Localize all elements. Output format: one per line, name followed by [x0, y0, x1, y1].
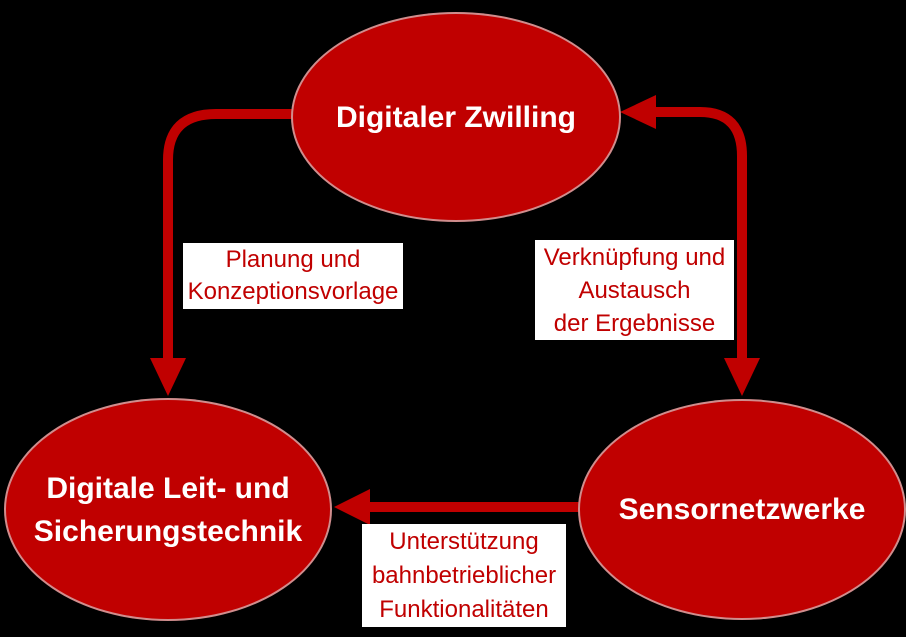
node-digitaler-zwilling: Digitaler Zwilling: [291, 12, 621, 222]
edge-label-verknuepfung: Verknüpfung und Austausch der Ergebnisse: [535, 240, 734, 340]
arrowhead-left-icon: [334, 489, 370, 525]
node-label-line-1: Digitale Leit- und: [46, 471, 290, 505]
edge-label-line-1: Verknüpfung und: [543, 243, 726, 271]
arrow-shaft: [654, 107, 747, 360]
edge-label-line-3: der Ergebnisse: [553, 309, 716, 337]
edge-label-unterstuetzung: Unterstützung bahnbetrieblicher Funktion…: [362, 524, 566, 627]
edge-label-line-1: Planung und: [225, 246, 361, 273]
arrowhead-left-icon: [620, 95, 656, 129]
edge-label-line-2: Austausch: [578, 276, 691, 304]
node-label: Digitaler Zwilling: [335, 100, 576, 134]
node-digitale-leit-und-sicherungstechnik: Digitale Leit- und Sicherungstechnik: [4, 398, 332, 621]
edge-label-planung: Planung und Konzeptionsvorlage: [183, 243, 403, 309]
arrow-zwilling-to-leittechnik: [150, 109, 293, 396]
edge-label-line-1: Unterstützung: [389, 527, 539, 555]
arrowhead-down-icon: [150, 358, 186, 396]
arrow-sensornetzwerke-zwilling-bidirectional: [620, 95, 760, 396]
node-sensornetzwerke: Sensornetzwerke: [578, 399, 906, 620]
edge-label-line-2: Konzeptionsvorlage: [187, 278, 399, 305]
edge-label-line-2: bahnbetrieblicher: [371, 561, 557, 589]
node-label: Sensornetzwerke: [618, 493, 866, 526]
arrowhead-down-icon: [724, 358, 760, 396]
arrow-shaft: [163, 109, 293, 360]
edge-label-line-3: Funktionalitäten: [379, 595, 549, 623]
arrow-sensornetzwerke-to-leittechnik: [334, 489, 582, 525]
node-label-line-2: Sicherungstechnik: [33, 514, 303, 548]
